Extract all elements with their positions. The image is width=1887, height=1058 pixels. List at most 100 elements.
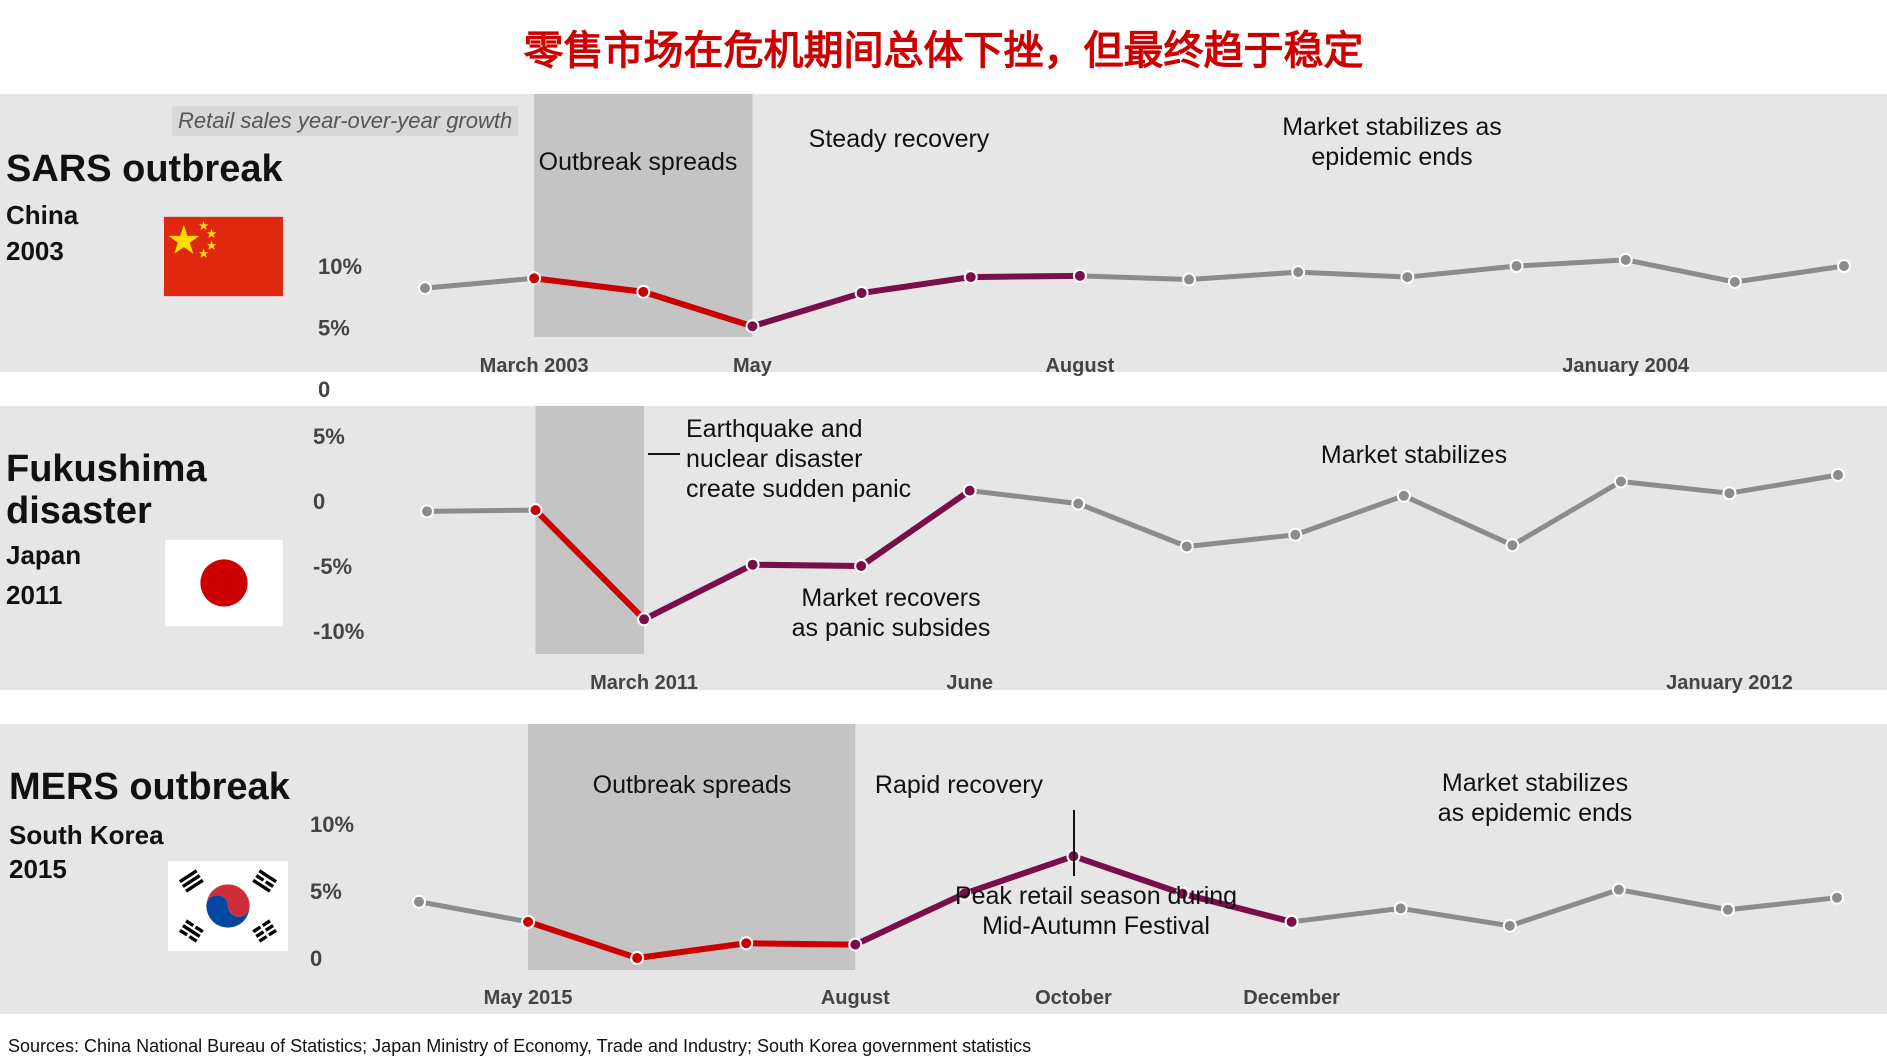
- data-point: [521, 914, 536, 929]
- line-segment: [1077, 273, 1192, 283]
- line-segment: [1725, 895, 1840, 913]
- x-tick-label: January 2004: [1562, 355, 1690, 377]
- annotation-line: nuclear disaster: [686, 445, 862, 473]
- data-point: [412, 894, 426, 909]
- line-segment: [1075, 501, 1190, 549]
- data-point: [1400, 270, 1415, 285]
- line-segment: [1184, 532, 1298, 549]
- line-segment: [1295, 269, 1410, 280]
- y-tick-label: 0: [313, 489, 325, 514]
- x-tick-label: June: [946, 672, 993, 694]
- annotation-line: Market stabilizes as: [1282, 113, 1502, 141]
- annotation-line: Market stabilizes: [1321, 441, 1507, 469]
- line-segment: [416, 899, 531, 925]
- line-segment: [1623, 257, 1738, 285]
- y-tick-label: -10%: [313, 619, 364, 644]
- annotation-line: as epidemic ends: [1438, 799, 1633, 827]
- annotation-line: Market recovers: [801, 584, 980, 612]
- annotation-line: Outbreak spreads: [539, 148, 738, 176]
- country-label: Japan: [6, 540, 82, 570]
- data-point: [1722, 486, 1737, 501]
- data-point: [528, 503, 543, 518]
- data-point: [1393, 901, 1408, 916]
- data-point: [854, 286, 869, 301]
- data-point: [1182, 272, 1197, 287]
- data-point: [636, 284, 651, 299]
- recovery-line-segment: [852, 890, 968, 948]
- annotation: Market stabilizes: [1321, 441, 1507, 469]
- annotation: Rapid recovery: [875, 771, 1044, 799]
- data-point: [1291, 265, 1306, 280]
- line-segment: [1514, 257, 1629, 269]
- x-tick-label: January 2012: [1666, 672, 1793, 694]
- annotation-line: Peak retail season during: [955, 882, 1237, 910]
- line-segment: [1289, 905, 1404, 925]
- china-flag: [164, 216, 283, 297]
- data-point: [848, 937, 863, 952]
- panel-title: SARS outbreak: [6, 148, 283, 190]
- x-tick-label: December: [1243, 987, 1340, 1009]
- japan-flag: [165, 539, 283, 627]
- data-point: [962, 483, 977, 498]
- data-point: [1396, 488, 1411, 503]
- data-point: [1613, 474, 1628, 489]
- data-point: [1072, 268, 1087, 283]
- annotation-line: create sudden panic: [686, 475, 911, 503]
- y-tick-label: 10%: [318, 254, 362, 279]
- data-point: [630, 951, 645, 965]
- data-point: [1611, 882, 1626, 897]
- data-point: [418, 281, 432, 296]
- y-tick-label: 0: [310, 946, 322, 971]
- x-tick-label: October: [1035, 987, 1112, 1009]
- y-axis-label: Retail sales year-over-year growth: [172, 106, 519, 136]
- data-point: [1830, 890, 1844, 905]
- line-segment: [1404, 263, 1520, 280]
- recovery-line-segment: [1179, 890, 1295, 925]
- line-segment: [1618, 479, 1732, 496]
- line-segment: [1616, 887, 1731, 913]
- country-label: South Korea: [9, 820, 164, 850]
- data-point: [1618, 252, 1633, 267]
- data-point: [420, 504, 434, 519]
- x-tick-label: May 2015: [484, 987, 573, 1009]
- x-tick-label: May: [733, 355, 773, 377]
- crisis-shade: [528, 724, 856, 970]
- line-segment: [967, 488, 1081, 507]
- data-point: [1727, 274, 1742, 289]
- data-point: [745, 319, 760, 334]
- data-point: [637, 612, 652, 627]
- data-point: [745, 557, 760, 572]
- crisis-line-segment: [743, 940, 859, 948]
- annotation: Steady recovery: [809, 125, 990, 153]
- data-point: [1502, 918, 1517, 933]
- line-segment: [424, 507, 539, 514]
- panel-fukushima: Fukushima disaster Japan 2011 5%0-5%-10%…: [0, 406, 1887, 694]
- y-tick-label: 5%: [313, 424, 345, 449]
- y-tick-label: -5%: [313, 554, 352, 579]
- year-label: 2015: [9, 854, 67, 884]
- recovery-line-segment: [749, 290, 865, 330]
- x-tick-label: March 2011: [590, 672, 698, 694]
- chart-title: 零售市场在危机期间总体下挫，但最终趋于稳定: [523, 28, 1364, 74]
- year-label: 2003: [6, 236, 64, 266]
- data-point: [1179, 539, 1194, 554]
- crisis-line-segment: [531, 275, 647, 295]
- source-note: Sources: China National Bureau of Statis…: [8, 1036, 1032, 1056]
- line-segment: [1398, 905, 1513, 929]
- line-segment: [422, 275, 537, 291]
- y-tick-label: 10%: [310, 812, 354, 837]
- y-tick-label: 5%: [310, 879, 342, 904]
- data-point: [1831, 468, 1845, 482]
- line-segment: [1726, 472, 1841, 496]
- annotation-line: Market stabilizes: [1442, 769, 1628, 797]
- line-segment: [1732, 263, 1847, 285]
- line-segment: [1186, 269, 1301, 283]
- line-segment: [1292, 493, 1407, 538]
- x-tick-label: March 2003: [480, 355, 589, 377]
